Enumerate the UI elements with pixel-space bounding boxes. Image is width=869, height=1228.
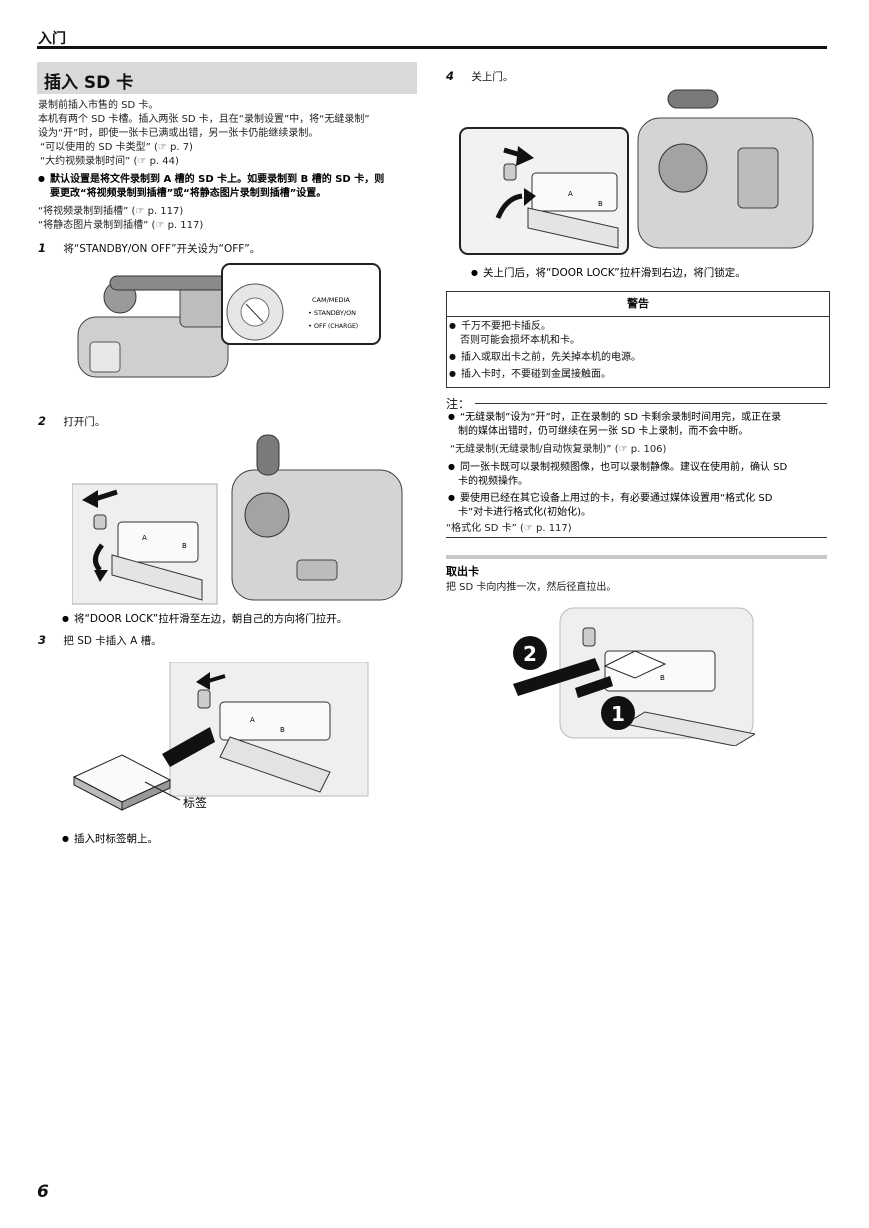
step-1: 1 将“STANDBY/ON OFF”开关设为“OFF”。 bbox=[38, 241, 260, 256]
camcorder-illustration-3 bbox=[637, 89, 814, 249]
step-2-number: 2 bbox=[38, 414, 47, 428]
note-label: 注： bbox=[446, 397, 471, 411]
warning-item-1-text: 千万不要把卡插反。 bbox=[460, 321, 551, 332]
label-cam-media: CAM/MEDIA bbox=[312, 296, 350, 304]
warning-item-3: 插入卡时，不要碰到金属接触面。 bbox=[449, 368, 611, 382]
note-bullet-1: “无缝录制”设为“开”时，正在录制的 SD 卡剩余录制时间用完，或正在录 bbox=[448, 411, 781, 425]
link-seamless[interactable]: “无缝录制(无缝录制/自动恢复录制)” (☞ p. 106) bbox=[450, 444, 667, 455]
card-label-callout: 标签 bbox=[183, 795, 207, 810]
slot-a-label-fig4: A bbox=[568, 190, 573, 198]
warning-item-2-text: 插入或取出卡之前，先关掉本机的电源。 bbox=[460, 352, 641, 363]
open-door-arrow bbox=[93, 543, 105, 572]
step-badge-2-text: 2 bbox=[523, 642, 537, 666]
section-title: 入门 bbox=[38, 31, 66, 47]
note-rule bbox=[475, 403, 827, 404]
step-4-number: 4 bbox=[446, 69, 455, 83]
step-4-note-bullet: 关上门后，将“DOOR LOCK”拉杆滑到右边，将门锁定。 bbox=[471, 266, 746, 281]
warning-item-1-detail: 否则可能会损坏本机和卡。 bbox=[460, 335, 580, 346]
close-door-arrow bbox=[495, 193, 523, 219]
note-bullet-2: 同一张卡既可以录制视频图像，也可以录制静像。建议在使用前，确认 SD bbox=[448, 461, 787, 475]
note-1-line-2: 制的媒体出错时，仍可继续在另一张 SD 卡上录制，而不会中断。 bbox=[458, 426, 749, 437]
step-3-text: 把 SD 卡插入 A 槽。 bbox=[63, 635, 162, 647]
slot-a-label-fig3: A bbox=[250, 716, 255, 724]
push-in-arrow bbox=[575, 676, 613, 698]
label-standby-on: • STANDBY/ON bbox=[308, 309, 356, 317]
link-record-time[interactable]: “大约视频录制时间” (☞ p. 44) bbox=[40, 156, 179, 167]
note-bullet-3: 要使用已经在其它设备上用过的卡，有必要通过媒体设置用“格式化 SD bbox=[448, 492, 772, 506]
step-3-number: 3 bbox=[38, 633, 47, 647]
step-2: 2 打开门。 bbox=[38, 414, 105, 429]
figure-power-switch: CAM/MEDIA • STANDBY/ON • OFF (CHARGE) bbox=[77, 263, 381, 378]
note-bottom-rule bbox=[446, 537, 827, 538]
remove-section-bar bbox=[446, 555, 827, 559]
page-title: 插入 SD 卡 bbox=[44, 73, 134, 93]
figure-insert-card: A B 标签 bbox=[72, 662, 369, 811]
link-still-slot[interactable]: “将静态图片录制到插槽” (☞ p. 117) bbox=[38, 220, 204, 231]
remove-title: 取出卡 bbox=[446, 565, 479, 578]
intro-line-2: 本机有两个 SD 卡槽。插入两张 SD 卡，且在“录制设置”中，将“无缝录制” bbox=[38, 114, 370, 125]
insert-arrow bbox=[162, 727, 215, 767]
default-slot-text-2: 要更改“将视频录制到插槽”或“将静态图片录制到插槽”设置。 bbox=[50, 188, 327, 199]
label-charge: (CHARGE) bbox=[328, 323, 358, 330]
page-title-bar: 插入 SD 卡 bbox=[37, 62, 417, 94]
step-4-text: 关上门。 bbox=[471, 71, 514, 83]
remove-text: 把 SD 卡向内推一次，然后径直拉出。 bbox=[446, 582, 617, 593]
figure-close-door: A B bbox=[459, 89, 814, 255]
step-4-note: 关上门后，将“DOOR LOCK”拉杆滑到右边，将门锁定。 bbox=[482, 267, 746, 279]
slot-b-label-fig4: B bbox=[598, 200, 603, 208]
warning-item-1: 千万不要把卡插反。 bbox=[449, 320, 551, 334]
intro-line-3: 设为“开”时，即使一张卡已满或出错，另一张卡仍能继续录制。 bbox=[38, 128, 319, 139]
note-3-line-1: 要使用已经在其它设备上用过的卡，有必要通过媒体设置用“格式化 SD bbox=[459, 493, 773, 504]
step-badge-1 bbox=[601, 696, 635, 730]
sd-card-removing bbox=[603, 650, 667, 679]
pull-out-arrow bbox=[513, 658, 600, 696]
header-rule bbox=[37, 46, 827, 49]
figure-remove-card: B 2 1 bbox=[513, 607, 755, 746]
label-off: • OFF bbox=[308, 322, 327, 330]
slot-a-label-fig2: A bbox=[142, 534, 147, 542]
step-2-note-bullet: 将“DOOR LOCK”拉杆滑至左边，朝自己的方向将门拉开。 bbox=[62, 612, 347, 627]
note-2-line-1: 同一张卡既可以录制视频图像，也可以录制静像。建议在使用前，确认 SD bbox=[459, 462, 788, 473]
camcorder-illustration bbox=[77, 275, 231, 378]
warning-item-2: 插入或取出卡之前，先关掉本机的电源。 bbox=[449, 351, 641, 365]
note-2-line-2: 卡的视频操作。 bbox=[458, 476, 528, 487]
default-slot-bullet: 默认设置是将文件录制到 A 槽的 SD 卡上。如要录制到 B 槽的 SD 卡，则 bbox=[38, 173, 384, 187]
page-number: 6 bbox=[37, 1182, 49, 1202]
warning-box: 警告 千万不要把卡插反。 否则可能会损坏本机和卡。 插入或取出卡之前，先关掉本机… bbox=[446, 291, 830, 388]
slot-b-label-fig3: B bbox=[280, 726, 285, 734]
warning-title: 警告 bbox=[447, 292, 829, 317]
step-1-number: 1 bbox=[38, 241, 47, 255]
camcorder-illustration-2 bbox=[231, 434, 403, 601]
step-3: 3 把 SD 卡插入 A 槽。 bbox=[38, 633, 162, 648]
step-1-text: 将“STANDBY/ON OFF”开关设为“OFF”。 bbox=[63, 243, 261, 255]
intro-line-1: 录制前插入市售的 SD 卡。 bbox=[38, 100, 159, 111]
step-2-note: 将“DOOR LOCK”拉杆滑至左边，朝自己的方向将门拉开。 bbox=[73, 613, 348, 625]
step-badge-1-text: 1 bbox=[611, 702, 625, 726]
link-format-sd[interactable]: “格式化 SD 卡” (☞ p. 117) bbox=[446, 523, 572, 534]
slot-b-label-remove: B bbox=[660, 674, 665, 682]
warning-item-3-text: 插入卡时，不要碰到金属接触面。 bbox=[460, 369, 611, 380]
step-badge-2 bbox=[513, 636, 547, 670]
link-sd-types[interactable]: “可以使用的 SD 卡类型” (☞ p. 7) bbox=[40, 142, 193, 153]
step-3-note-bullet: 插入时标签朝上。 bbox=[62, 832, 158, 847]
step-3-note: 插入时标签朝上。 bbox=[73, 833, 158, 845]
step-2-text: 打开门。 bbox=[63, 416, 106, 428]
note-3-line-2: 卡”对卡进行格式化(初始化)。 bbox=[458, 507, 591, 518]
figure-open-door: A B bbox=[72, 434, 403, 605]
note-1-line-1: “无缝录制”设为“开”时，正在录制的 SD 卡剩余录制时间用完，或正在录 bbox=[459, 412, 782, 423]
step-4: 4 关上门。 bbox=[446, 69, 513, 84]
default-slot-text-1: 默认设置是将文件录制到 A 槽的 SD 卡上。如要录制到 B 槽的 SD 卡，则 bbox=[49, 174, 385, 185]
slot-b-label-fig2: B bbox=[182, 542, 187, 550]
link-video-slot[interactable]: “将视频录制到插槽” (☞ p. 117) bbox=[38, 206, 184, 217]
